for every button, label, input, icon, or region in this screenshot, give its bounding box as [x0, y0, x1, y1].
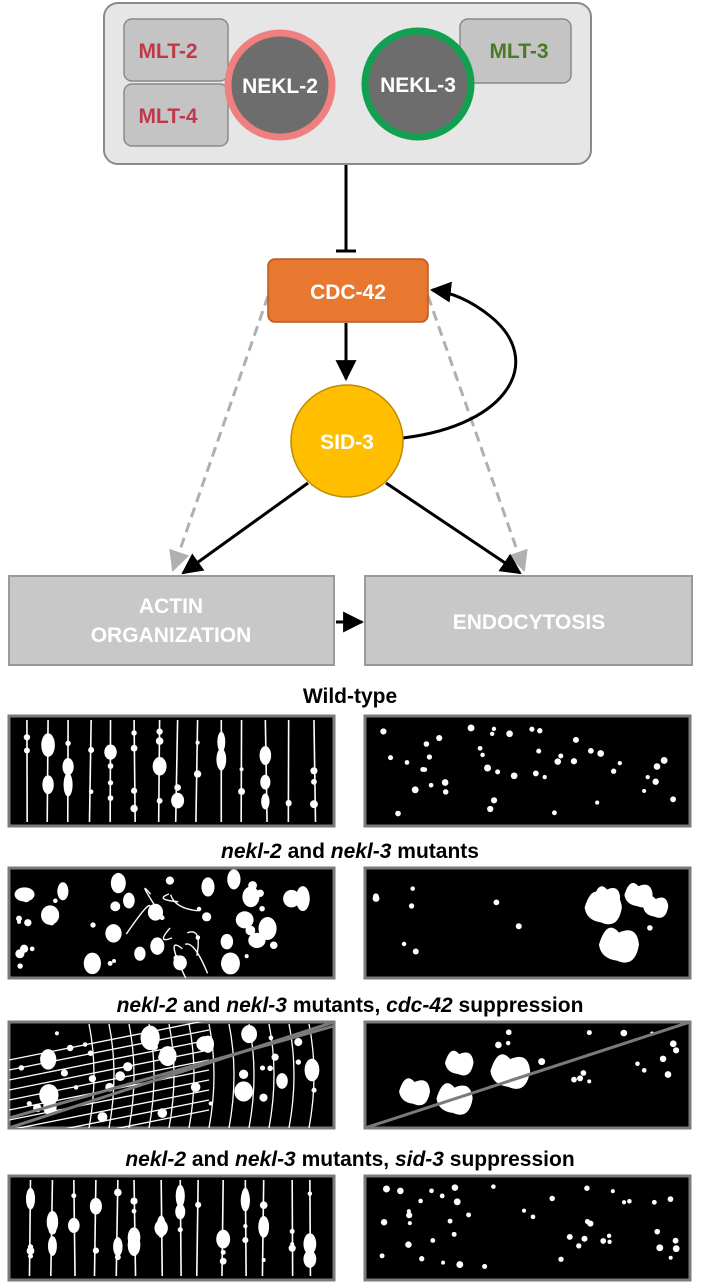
nekl2-label: NEKL-2 [242, 75, 318, 98]
gene-nekl2: nekl-2 [117, 994, 178, 1017]
mutant-endocytosis-panel [363, 866, 692, 980]
gene-cdc42: cdc-42 [386, 994, 453, 1017]
mutants-text: mutants [391, 840, 479, 863]
mlt4-box [123, 83, 229, 147]
nekl3-label: NEKL-3 [380, 74, 456, 97]
sid3-suppression-endocytosis-panel [363, 1174, 692, 1282]
nekl2-circle [224, 29, 336, 141]
sid3-circle [290, 384, 404, 498]
gene-sid3: sid-3 [395, 1148, 444, 1171]
sid3-actin-arrow [181, 481, 309, 575]
gene-nekl2: nekl-2 [125, 1148, 186, 1171]
actin-label-line1: ACTIN [139, 595, 203, 618]
panel-frame [7, 714, 336, 828]
sid3-endo-arrow [385, 481, 522, 575]
mutants-heading: nekl-2 and nekl-3 mutants [221, 840, 479, 863]
gene-nekl3: nekl-3 [331, 840, 392, 863]
wild-type-heading: Wild-type [303, 685, 397, 708]
mutants-text: mutants [296, 1148, 384, 1171]
panel-frame [7, 1174, 336, 1282]
mutants-text: mutants [287, 994, 375, 1017]
cdc42-label: CDC-42 [310, 281, 386, 304]
wild-type-actin-panel [7, 714, 336, 828]
sid3-label: SID-3 [320, 431, 374, 454]
sid3-suppression-actin-panel [7, 1174, 336, 1282]
panel-frame [363, 1174, 692, 1282]
actin-organization-box [8, 575, 335, 666]
cdc42-suppression-actin-panel [7, 1020, 336, 1130]
mutant-actin-panel [7, 866, 336, 980]
endocytosis-label: ENDOCYTOSIS [453, 611, 605, 634]
wild-type-endocytosis-panel [363, 714, 692, 828]
gene-nekl2: nekl-2 [221, 840, 282, 863]
cdc42-actin-dashed-arrow [169, 295, 270, 572]
cdc42-endo-dashed-arrow [426, 295, 528, 572]
endocytosis-box [364, 575, 693, 666]
panel-frame [363, 866, 692, 980]
and-text: and [282, 840, 331, 863]
sid3-suppression-heading: nekl-2 and nekl-3 mutants, sid-3 suppres… [125, 1148, 574, 1171]
mlt4-label: MLT-4 [138, 105, 197, 128]
comma-text: , [375, 994, 387, 1017]
wild-type-text: Wild-type [303, 685, 397, 708]
and-text: and [177, 994, 226, 1017]
panel-frame [363, 714, 692, 828]
nekl3-circle [361, 27, 475, 141]
and-text: and [186, 1148, 235, 1171]
mlt3-label: MLT-3 [489, 40, 548, 63]
cdc42-suppression-endocytosis-panel [363, 1020, 692, 1130]
panel-frame [7, 866, 336, 980]
mlt2-box [123, 18, 229, 82]
cdc42-box [267, 258, 429, 323]
mlt2-label: MLT-2 [138, 40, 197, 63]
cdc42-suppression-heading: nekl-2 and nekl-3 mutants, cdc-42 suppre… [117, 994, 584, 1017]
gene-nekl3: nekl-3 [235, 1148, 296, 1171]
comma-text: , [383, 1148, 395, 1171]
gene-nekl3: nekl-3 [226, 994, 287, 1017]
micrographs [7, 714, 692, 1282]
sid3-cdc42-feedback-arrow [402, 281, 518, 440]
suppression-text: suppression [444, 1148, 575, 1171]
suppression-text: suppression [453, 994, 584, 1017]
actin-label-line2: ORGANIZATION [91, 624, 252, 647]
